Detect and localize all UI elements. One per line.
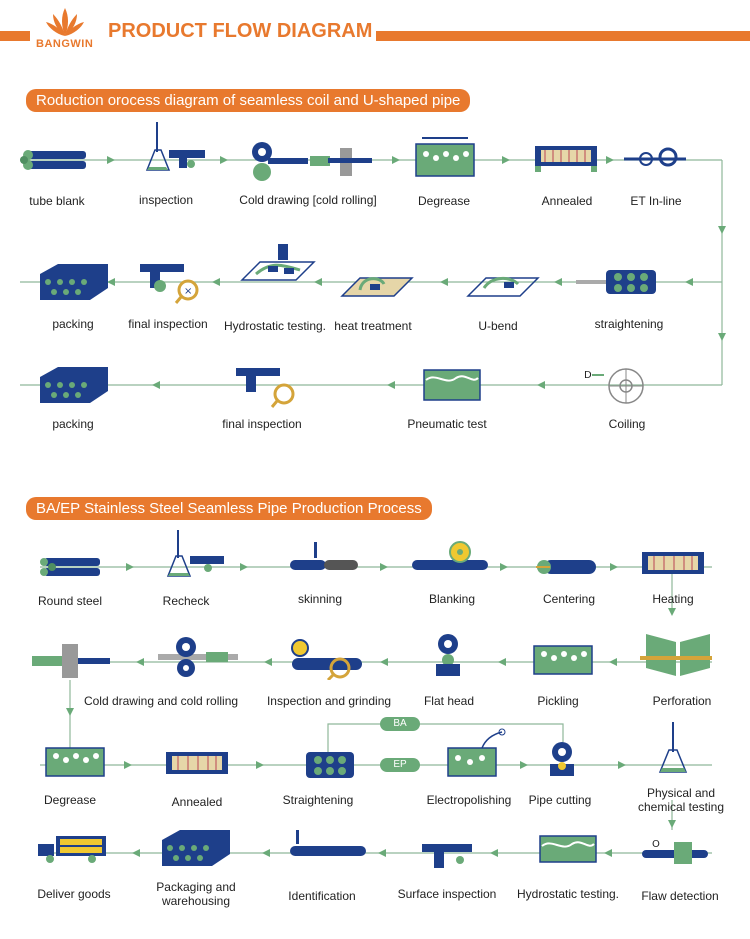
u-bend-board-icon — [466, 277, 540, 297]
final-inspection-caliper-icon: × — [140, 264, 199, 304]
recheck-flask-icon — [166, 530, 224, 577]
packing-crate-icon — [40, 264, 108, 300]
section1-title: Roduction orocess diagram of seamless co… — [26, 89, 471, 112]
s1-label-tube-blank: tube blank — [29, 194, 85, 208]
s2-label-centering: Centering — [542, 592, 596, 606]
s2-label-round-steel: Round steel — [37, 594, 103, 608]
svg-text:×: × — [184, 286, 192, 297]
s1-label-final-inspection-2: final inspection — [222, 417, 302, 431]
ba-branch-label: BA — [393, 718, 407, 729]
s1-label-coiling: Coiling — [608, 417, 646, 431]
s1-label-hydrostatic: Hydrostatic testing. — [223, 319, 327, 333]
heat-treatment-board-icon — [340, 277, 414, 297]
s2-label-hydrostatic-testing: Hydrostatic testing. — [516, 887, 620, 901]
s1-label-pneumatic-test: Pneumatic test — [407, 417, 487, 431]
s2-label-straightening: Straightening — [282, 793, 354, 807]
s1-label-annealed: Annealed — [541, 194, 593, 208]
s2-label-inspection-grinding: Inspection and grinding — [266, 694, 392, 708]
surface-inspection-caliper-icon — [422, 844, 472, 868]
coiling-wheel-icon: D — [584, 368, 644, 404]
cold-drawing-rollers-icon — [252, 142, 372, 181]
hydrostatic-board-icon — [240, 244, 316, 281]
s2-label-perforation: Perforation — [652, 694, 712, 708]
cold-rolling-rollers-icon — [158, 637, 238, 677]
brand-name: BANGWIN — [36, 38, 94, 50]
s2-label-deliver-goods: Deliver goods — [37, 887, 111, 901]
pneumatic-tank-icon — [423, 369, 481, 401]
s2-label-chemical-testing: Physical and chemical testing — [637, 786, 725, 814]
s2-label-recheck: Recheck — [162, 594, 210, 608]
degrease-tank-icon-2 — [45, 747, 105, 777]
ep-branch-label: EP — [393, 759, 407, 770]
flaw-detection-icon: O — [642, 839, 708, 864]
svg-text:O: O — [652, 839, 660, 850]
heating-furnace-icon — [642, 552, 704, 574]
s2-label-pipe-cutting: Pipe cutting — [528, 793, 592, 807]
annealing-furnace-icon-2 — [166, 752, 228, 774]
s1-label-heat-treatment: heat treatment — [334, 319, 412, 333]
skinning-bar-icon — [290, 542, 358, 570]
s2-label-flaw-detection: Flaw detection — [641, 889, 719, 903]
header-rule-right — [368, 31, 750, 41]
inspection-grinding-icon — [291, 639, 362, 680]
s2-label-packaging-warehousing: Packaging and warehousing — [156, 880, 236, 908]
s1-label-straightening: straightening — [594, 317, 664, 331]
delivery-truck-icon — [38, 836, 106, 863]
page-title: PRODUCT FLOW DIAGRAM — [104, 20, 377, 43]
perforation-rolls-icon — [640, 634, 712, 676]
tube-blank-icon — [20, 150, 86, 170]
round-steel-icon — [40, 558, 100, 576]
logo-flower-icon — [46, 8, 84, 36]
s2-label-blanking: Blanking — [428, 592, 476, 606]
s1-label-u-bend: U-bend — [478, 319, 518, 333]
s2-label-electropolishing: Electropolishing — [426, 793, 512, 807]
packing-crate-icon-2 — [40, 367, 108, 403]
identification-bar-icon — [290, 830, 366, 856]
s1-label-packing-2: packing — [52, 417, 94, 431]
s1-label-degrease: Degrease — [417, 194, 471, 208]
s1-label-packing: packing — [52, 317, 94, 331]
et-inline-sensor-icon — [624, 147, 686, 167]
s1-label-cold-drawing: Cold drawing [cold rolling] — [239, 193, 377, 207]
straightening-machine-icon-2 — [306, 752, 354, 778]
degrease-tank-icon — [415, 137, 475, 177]
ep-branch-tag: EP — [380, 758, 420, 772]
s2-label-annealed: Annealed — [171, 795, 223, 809]
blanking-saw-icon — [412, 541, 488, 570]
s2-label-heating: Heating — [652, 592, 694, 606]
pipe-cutting-machine-icon — [550, 742, 574, 776]
header-rule-left — [0, 31, 30, 41]
s1-label-inspection: inspection — [138, 193, 194, 207]
s2-label-cold-drawing: Cold drawing and cold rolling — [83, 694, 239, 708]
cold-drawing-die-icon — [32, 644, 110, 678]
s2-label-surface-inspection: Surface inspection — [397, 887, 497, 901]
s2-label-pickling: Pickling — [537, 694, 579, 708]
s2-label-identification: Identification — [288, 889, 356, 903]
s1-label-et-inline: ET In-line — [630, 194, 682, 208]
electropolishing-tank-icon — [447, 728, 506, 777]
hydrostatic-tank-icon — [539, 835, 597, 863]
s1-label-final-inspection: final inspection — [128, 317, 208, 331]
ba-branch-tag: BA — [380, 717, 420, 731]
svg-text:D: D — [584, 370, 592, 381]
centering-bar-icon — [536, 560, 596, 574]
s2-label-degrease: Degrease — [43, 793, 97, 807]
s2-label-flat-head: Flat head — [423, 694, 475, 708]
s2-label-skinning: skinning — [297, 592, 343, 606]
final-inspection-caliper-icon-2 — [236, 368, 295, 408]
annealing-furnace-icon — [535, 146, 597, 172]
pickling-tank-icon — [533, 645, 593, 675]
inspection-flask-icon — [145, 122, 205, 171]
section2-title: BA/EP Stainless Steel Seamless Pipe Prod… — [26, 497, 432, 520]
straightening-machine-icon — [576, 270, 656, 294]
warehousing-crate-icon — [162, 830, 230, 866]
chemical-testing-flask-icon — [658, 722, 688, 773]
flat-head-machine-icon — [436, 634, 460, 676]
